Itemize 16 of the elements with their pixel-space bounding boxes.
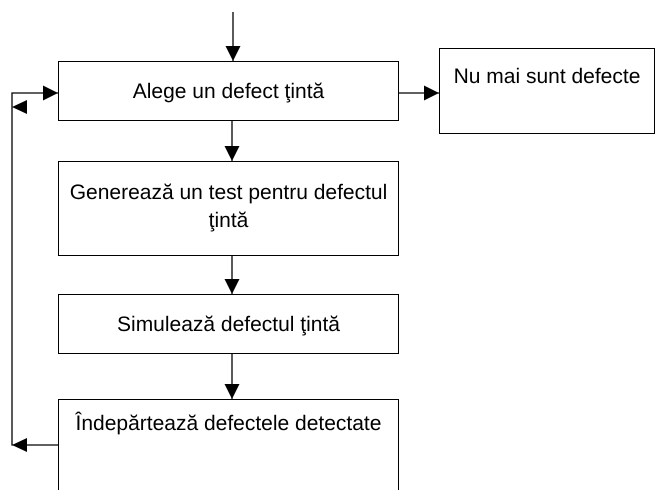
arrow xyxy=(224,256,240,294)
step-text: Îndepărtează defectele detectate xyxy=(76,410,382,437)
process-box xyxy=(58,61,399,121)
arrow xyxy=(224,121,240,161)
process-box xyxy=(58,294,399,354)
process-box xyxy=(58,161,399,256)
step-text: Simulează defectul ţintă xyxy=(117,312,340,338)
arrow xyxy=(224,354,240,399)
step-text: Nu mai sunt defecte xyxy=(454,64,640,90)
process-box xyxy=(58,399,399,490)
process-box xyxy=(439,48,655,134)
step-text: Generează un test pentru defectul ţintă xyxy=(68,180,388,234)
arrow xyxy=(12,86,439,114)
step-text: Alege un defect ţintă xyxy=(132,79,324,105)
arrow xyxy=(226,12,240,61)
arrow xyxy=(11,86,58,452)
